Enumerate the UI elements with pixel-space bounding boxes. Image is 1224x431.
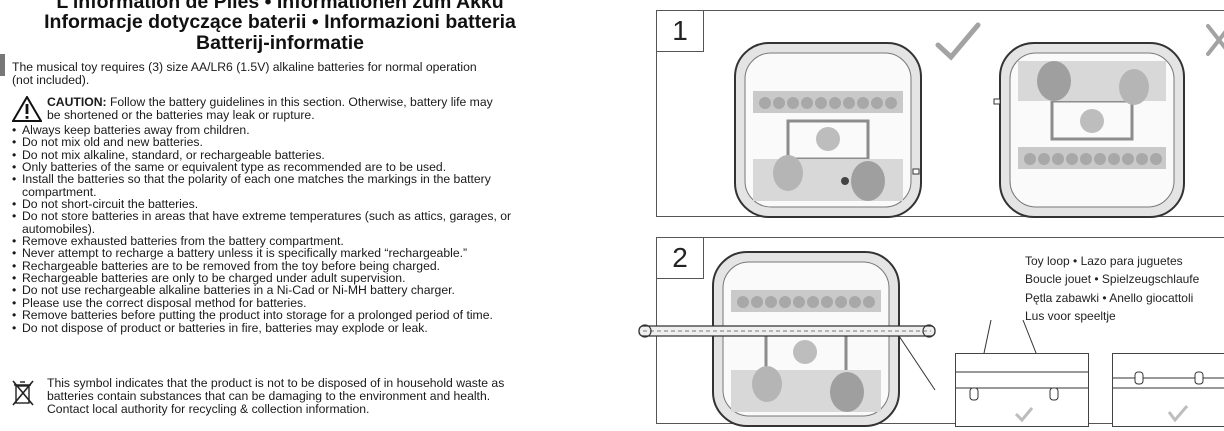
list-item: Do not dispose of product or batteries i… — [12, 321, 552, 334]
list-item: Rechargeable batteries are to be removed… — [12, 259, 552, 272]
title-line-2: Informacje dotyczące baterii • Informazi… — [44, 11, 516, 33]
intro-line-2: (not included). — [12, 73, 90, 87]
assembly-illustrations: 1 — [620, 0, 1224, 427]
toy-loop-label-en-es: Toy loop • Lazo para juguetes — [1025, 254, 1183, 268]
mat-with-toy-loops — [638, 251, 936, 427]
caution-triangle-icon — [12, 96, 42, 122]
battery-info-section: L'information de Piles • Informationen z… — [0, 0, 560, 417]
list-item: Install the batteries so that the polari… — [12, 173, 522, 198]
checkmark-icon — [935, 22, 981, 61]
title-line-3: Batterij-informatie — [196, 32, 364, 54]
list-item: Remove exhausted batteries from the batt… — [12, 235, 552, 248]
caution-text-line-1: Follow the battery guidelines in this se… — [106, 95, 493, 109]
toy-loop-labels: Toy loop • Lazo para juguetes Boucle jou… — [1025, 252, 1199, 325]
list-item: Remove batteries before putting the prod… — [12, 309, 552, 322]
caution-text-line-2: be shortened or the batteries may leak o… — [47, 107, 315, 122]
step-number: 2 — [656, 237, 704, 279]
mat-incorrect-orientation — [993, 42, 1185, 218]
list-item: Rechargeable batteries are only to be ch… — [12, 272, 552, 285]
list-item: Please use the correct disposal method f… — [12, 296, 552, 309]
mat-correct-orientation — [734, 42, 922, 218]
step-number: 1 — [656, 10, 704, 52]
toy-loop-label-pl-it: Pętla zabawki • Anello giocattoli — [1025, 290, 1194, 305]
intro-line-1: The musical toy requires (3) size AA/LR6… — [12, 60, 477, 74]
list-item: Always keep batteries away from children… — [12, 124, 552, 137]
toy-loop-label-nl: Lus voor speeltje — [1025, 308, 1116, 323]
battery-guidelines-list: Always keep batteries away from children… — [12, 124, 552, 335]
step-1-panel: 1 — [656, 10, 1224, 218]
title-line-1: L'information de Piles • Informationen z… — [56, 0, 504, 13]
crossed-bin-icon — [12, 380, 34, 406]
list-item: Do not mix alkaline, standard, or rechar… — [12, 148, 552, 161]
list-item: Do not mix old and new batteries. — [12, 136, 552, 149]
list-item: Only batteries of the same or equivalent… — [12, 161, 552, 174]
recycle-line-3: Contact local authority for recycling & … — [47, 401, 370, 416]
page-edge-tab — [0, 54, 5, 76]
recycle-line-2: batteries contain substances that can be… — [47, 388, 491, 403]
caution-label: CAUTION: — [47, 95, 107, 109]
list-item: Do not use rechargeable alkaline batteri… — [12, 284, 552, 297]
list-item: Do not store batteries in areas that hav… — [12, 210, 547, 235]
detail-loop-closeup-alt — [1112, 353, 1224, 427]
step-2-panel: 2 Toy loop • Lazo para juguet — [638, 237, 1224, 427]
recycle-line-1: This symbol indicates that the product i… — [47, 376, 505, 390]
toy-loop-label-fr-de: Boucle jouet • Spielzeugschlaufe — [1025, 272, 1200, 287]
list-item: Never attempt to recharge a battery unle… — [12, 247, 552, 260]
detail-loop-closeup-correct — [955, 353, 1089, 427]
cross-icon — [1206, 24, 1224, 56]
list-item: Do not short-circuit the batteries. — [12, 198, 552, 211]
